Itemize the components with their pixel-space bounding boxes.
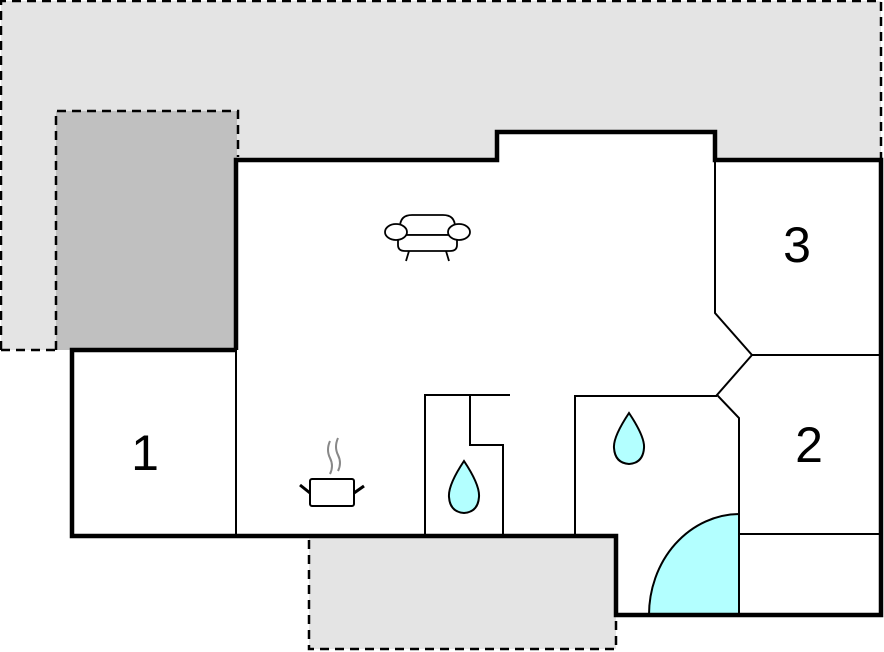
exterior-walls — [69, 129, 884, 618]
cooking-pot-icon — [299, 437, 365, 507]
water-drop-icon — [447, 459, 481, 515]
shower-icon — [647, 512, 740, 616]
covered-terrace — [54, 109, 240, 350]
room-label-2: 2 — [795, 417, 823, 473]
terrace-bottom — [307, 538, 618, 651]
room-label-1: 1 — [131, 425, 159, 481]
sofa-icon — [384, 214, 471, 262]
room-label-3: 3 — [783, 217, 811, 273]
water-drop-icon — [612, 411, 646, 466]
interior-walls — [235, 160, 881, 615]
